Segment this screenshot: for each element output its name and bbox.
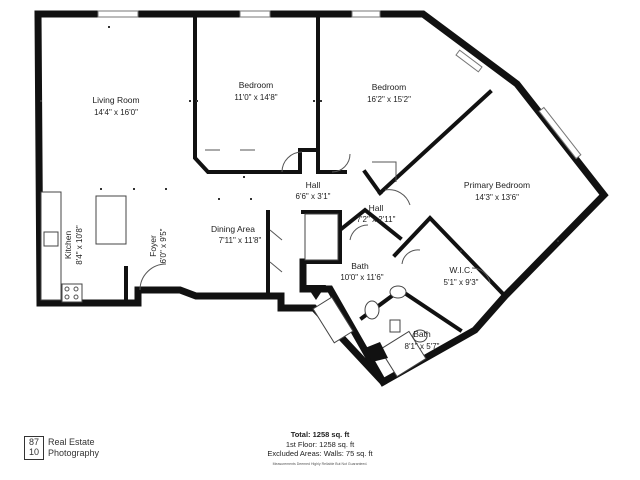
wic-dims: 5'1" x 9'3" <box>444 278 479 287</box>
door-arc <box>349 224 369 241</box>
door-arc <box>384 189 411 206</box>
hall-1-name: Hall <box>306 180 321 190</box>
sink-2 <box>412 329 428 343</box>
marker-dots <box>40 26 559 252</box>
brand-logo: 87 10 <box>24 436 44 460</box>
brand-name: Real Estate Photography <box>48 437 99 459</box>
shaft <box>306 285 326 300</box>
kitchen-stove <box>61 283 83 303</box>
hall-wall <box>362 169 383 196</box>
kitchen-sink <box>43 231 59 247</box>
door-arc <box>331 153 351 173</box>
bath-1-dims: 10'0" x 11'6" <box>340 273 383 282</box>
logo-top: 87 <box>28 437 39 447</box>
bedroom-wall-left <box>193 12 264 174</box>
primary-wall <box>377 89 493 196</box>
kitchen-island <box>95 195 127 245</box>
bath-2-dims: 8'1" x 5'7" <box>405 342 440 351</box>
door-arc <box>471 267 491 284</box>
disclaimer: Measurements Deemed Highly Reliable But … <box>272 462 368 466</box>
dining-area-name: Dining Area <box>211 224 255 234</box>
bedroom-2-name: Bedroom <box>372 82 407 92</box>
sink-1 <box>389 285 407 299</box>
brand-line-2: Photography <box>48 448 100 458</box>
window <box>239 10 271 18</box>
kitchen-dims: 8'4" x 10'8" <box>75 225 84 265</box>
bedroom-1-name: Bedroom <box>239 80 274 90</box>
bath-wall-upper <box>337 207 403 241</box>
bath-2-name: Bath <box>413 329 431 339</box>
logo-bottom: 10 <box>28 447 39 457</box>
foyer-name: Foyer <box>148 235 158 257</box>
toilet-2 <box>389 319 401 333</box>
window <box>538 106 582 160</box>
living-room-dims: 14'4" x 16'0" <box>94 108 138 117</box>
window <box>351 10 381 18</box>
exterior-wall <box>34 10 609 387</box>
door-arc <box>269 229 283 273</box>
bedroom-wall-lower <box>260 148 347 174</box>
foyer-dims: 6'0" x 9'5" <box>159 228 168 263</box>
hall-2-name: Hall <box>369 203 384 213</box>
wic-name: W.I.C. <box>449 265 472 275</box>
door-arc <box>401 249 421 265</box>
shaft <box>365 342 388 362</box>
bedroom-2-dims: 16'2" x 15'2" <box>367 95 411 104</box>
window <box>97 10 139 18</box>
hall-1-dims: 6'6" x 3'1" <box>296 192 331 201</box>
primary-bedroom-name: Primary Bedroom <box>464 180 530 190</box>
bath-1-name: Bath <box>351 261 369 271</box>
door-arc <box>372 161 397 182</box>
window <box>455 49 483 73</box>
kitchen-name: Kitchen <box>63 231 73 260</box>
shower <box>379 330 427 378</box>
dining-area-dims: 7'11" x 11'8" <box>219 236 262 245</box>
excluded-area: Excluded Areas: Walls: 75 sq. ft <box>267 449 373 458</box>
hall-2-dims: 7'2" x 2'11" <box>357 215 396 224</box>
bedroom-1-dims: 11'0" x 14'8" <box>234 93 277 102</box>
door-arc <box>281 151 303 173</box>
living-room-name: Living Room <box>92 95 139 105</box>
toilet <box>364 300 380 320</box>
brand-line-1: Real Estate <box>48 437 95 447</box>
door-arc <box>139 263 167 291</box>
total-area: Total: 1258 sq. ft <box>290 430 350 439</box>
first-floor-area: 1st Floor: 1258 sq. ft <box>285 439 355 449</box>
closet-wall <box>301 210 342 264</box>
area-summary: Total: 1258 sq. ft 1st Floor: 1258 sq. f… <box>230 430 410 459</box>
bathtub <box>312 296 354 344</box>
primary-bedroom-dims: 14'3" x 13'6" <box>475 193 519 202</box>
closet <box>304 213 339 261</box>
